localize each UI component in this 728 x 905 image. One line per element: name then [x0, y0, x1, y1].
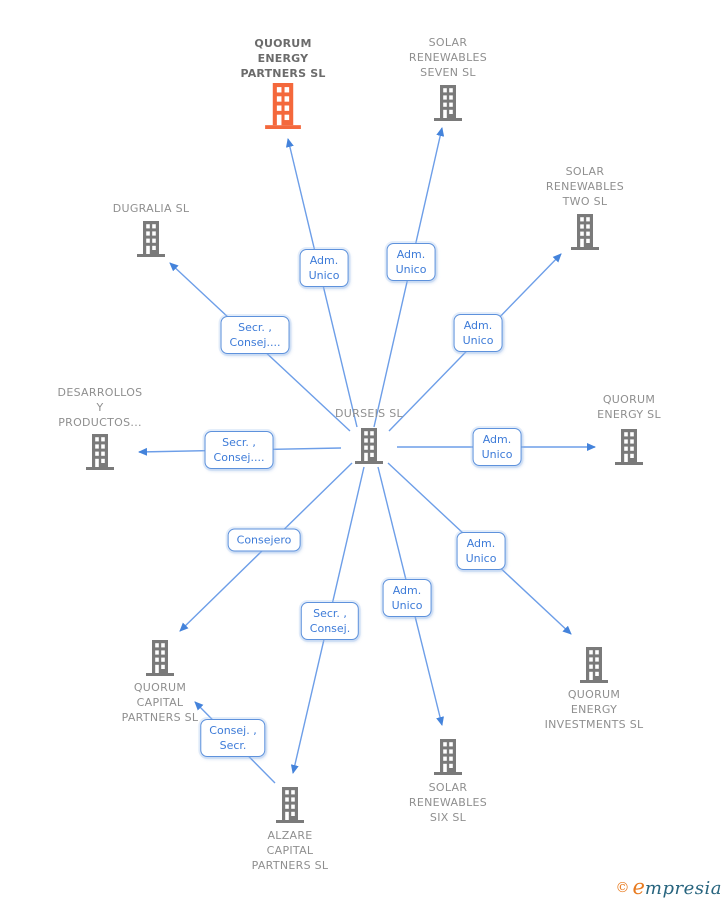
role-label-durseis-sl-to-solar-renewables-seven-sl[interactable]: Adm. Unico — [386, 243, 436, 281]
company-label-line: PARTNERS SL — [240, 66, 326, 80]
role-label-line: Adm. — [309, 254, 339, 267]
company-label-line: SOLAR — [565, 164, 605, 178]
role-label-line: Secr. , — [313, 607, 347, 620]
role-label-durseis-sl-to-quorum-energy-partners-sl[interactable]: Adm. Unico — [299, 249, 349, 287]
building-icon-alzare-capital-partners-sl[interactable] — [275, 787, 305, 823]
empresia-logo-e: e — [632, 875, 645, 899]
building-icon-durseis-sl[interactable] — [354, 428, 384, 464]
company-label-line: SOLAR — [428, 780, 468, 794]
company-label-line: QUORUM — [602, 393, 656, 406]
role-label-line: Adm. — [466, 537, 496, 550]
company-label-line: Y — [96, 400, 104, 414]
role-label-durseis-sl-to-solar-renewables-two-sl[interactable]: Adm. Unico — [453, 314, 503, 352]
role-label-line: Consej.... — [229, 336, 281, 349]
role-label-line: Consej.... — [213, 451, 265, 464]
company-label-line: PARTNERS SL — [121, 710, 199, 724]
company-label-line: ENERGY — [570, 702, 618, 716]
role-label-durseis-sl-to-dugralia-sl[interactable]: Secr. , Consej.... — [220, 316, 290, 354]
company-label-line: ENERGY SL — [597, 408, 661, 421]
building-icon-solar-renewables-six-sl[interactable] — [433, 739, 463, 775]
company-label-line: DURSEIS SL — [335, 406, 403, 420]
empresia-logo-text: mpresia — [644, 878, 722, 899]
role-label-line: Adm. — [396, 248, 426, 261]
company-label-line: SIX SL — [429, 810, 467, 824]
role-label-durseis-sl-to-quorum-energy-sl[interactable]: Adm. Unico — [472, 428, 522, 466]
building-icon-solar-renewables-two-sl[interactable] — [570, 214, 600, 250]
building-icon-quorum-capital-partners-sl[interactable] — [145, 640, 175, 676]
company-label-line: QUORUM — [254, 36, 312, 50]
role-label-line: Consejero — [236, 533, 292, 547]
company-label-line: DESARROLLOS — [57, 385, 143, 399]
company-label-line: RENEWABLES — [408, 795, 488, 809]
company-label-line: DUGRALIA SL — [112, 201, 190, 215]
company-label-line: PARTNERS SL — [251, 858, 329, 872]
role-label-line: Adm. — [463, 319, 493, 332]
building-icon-quorum-energy-partners-sl[interactable] — [263, 83, 303, 129]
role-label-line: Secr. , — [222, 436, 256, 449]
company-label-line: QUORUM — [133, 680, 187, 694]
company-label-line: TWO SL — [562, 194, 608, 208]
role-label-line: Unico — [462, 334, 494, 347]
copyright-icon: © — [615, 880, 630, 896]
company-label-quorum-energy-sl[interactable]: QUORUM ENERGY SL — [544, 392, 714, 422]
role-label-durseis-sl-to-quorum-energy-investments-sl[interactable]: Adm. Unico — [456, 532, 506, 570]
company-label-line: QUORUM — [567, 687, 621, 701]
company-label-line: CAPITAL — [136, 695, 184, 709]
role-label-line: Consej. , — [209, 724, 257, 737]
role-label-line: Unico — [391, 599, 423, 612]
building-icon-quorum-energy-investments-sl[interactable] — [579, 647, 609, 683]
company-label-line: SOLAR — [428, 35, 468, 49]
building-icon-dugralia-sl[interactable] — [136, 221, 166, 257]
company-label-line: RENEWABLES — [408, 50, 488, 64]
role-label-line: Consej. — [309, 622, 351, 635]
role-label-durseis-sl-to-alzare-capital-partners-sl[interactable]: Secr. , Consej. — [300, 602, 360, 640]
role-label-line: Secr. — [219, 739, 247, 752]
role-label-line: Adm. — [392, 584, 422, 597]
role-label-durseis-sl-to-solar-renewables-six-sl[interactable]: Adm. Unico — [382, 579, 432, 617]
role-label-durseis-sl-to-quorum-capital-partners-sl[interactable]: Consejero — [227, 528, 301, 552]
role-label-alzare-capital-partners-sl-to-quorum-capital-partners-sl[interactable]: Consej. , Secr. — [200, 719, 266, 757]
company-label-dugralia-sl[interactable]: DUGRALIA SL — [66, 201, 236, 216]
role-label-line: Secr. , — [238, 321, 272, 334]
empresia-logo[interactable]: ©empresia — [615, 875, 722, 899]
company-label-line: PRODUCTOS... — [58, 415, 142, 429]
role-label-line: Unico — [481, 448, 513, 461]
building-icon-solar-renewables-seven-sl[interactable] — [433, 85, 463, 121]
company-label-line: SEVEN SL — [420, 65, 476, 79]
role-label-line: Unico — [308, 269, 340, 282]
role-label-line: Unico — [465, 552, 497, 565]
company-label-line: ENERGY — [257, 51, 309, 65]
company-label-line: INVESTMENTS SL — [544, 717, 644, 731]
role-label-durseis-sl-to-desarrollos-y-productos[interactable]: Secr. , Consej.... — [204, 431, 274, 469]
company-label-durseis-sl[interactable]: DURSEIS SL — [284, 406, 454, 421]
role-label-line: Unico — [395, 263, 427, 276]
company-label-line: CAPITAL — [266, 843, 314, 857]
company-label-line: ALZARE — [267, 828, 313, 842]
role-label-line: Adm. — [482, 433, 512, 446]
building-icon-quorum-energy-sl[interactable] — [614, 429, 644, 465]
building-icon-desarrollos-y-productos[interactable] — [85, 434, 115, 470]
company-label-line: RENEWABLES — [545, 179, 625, 193]
